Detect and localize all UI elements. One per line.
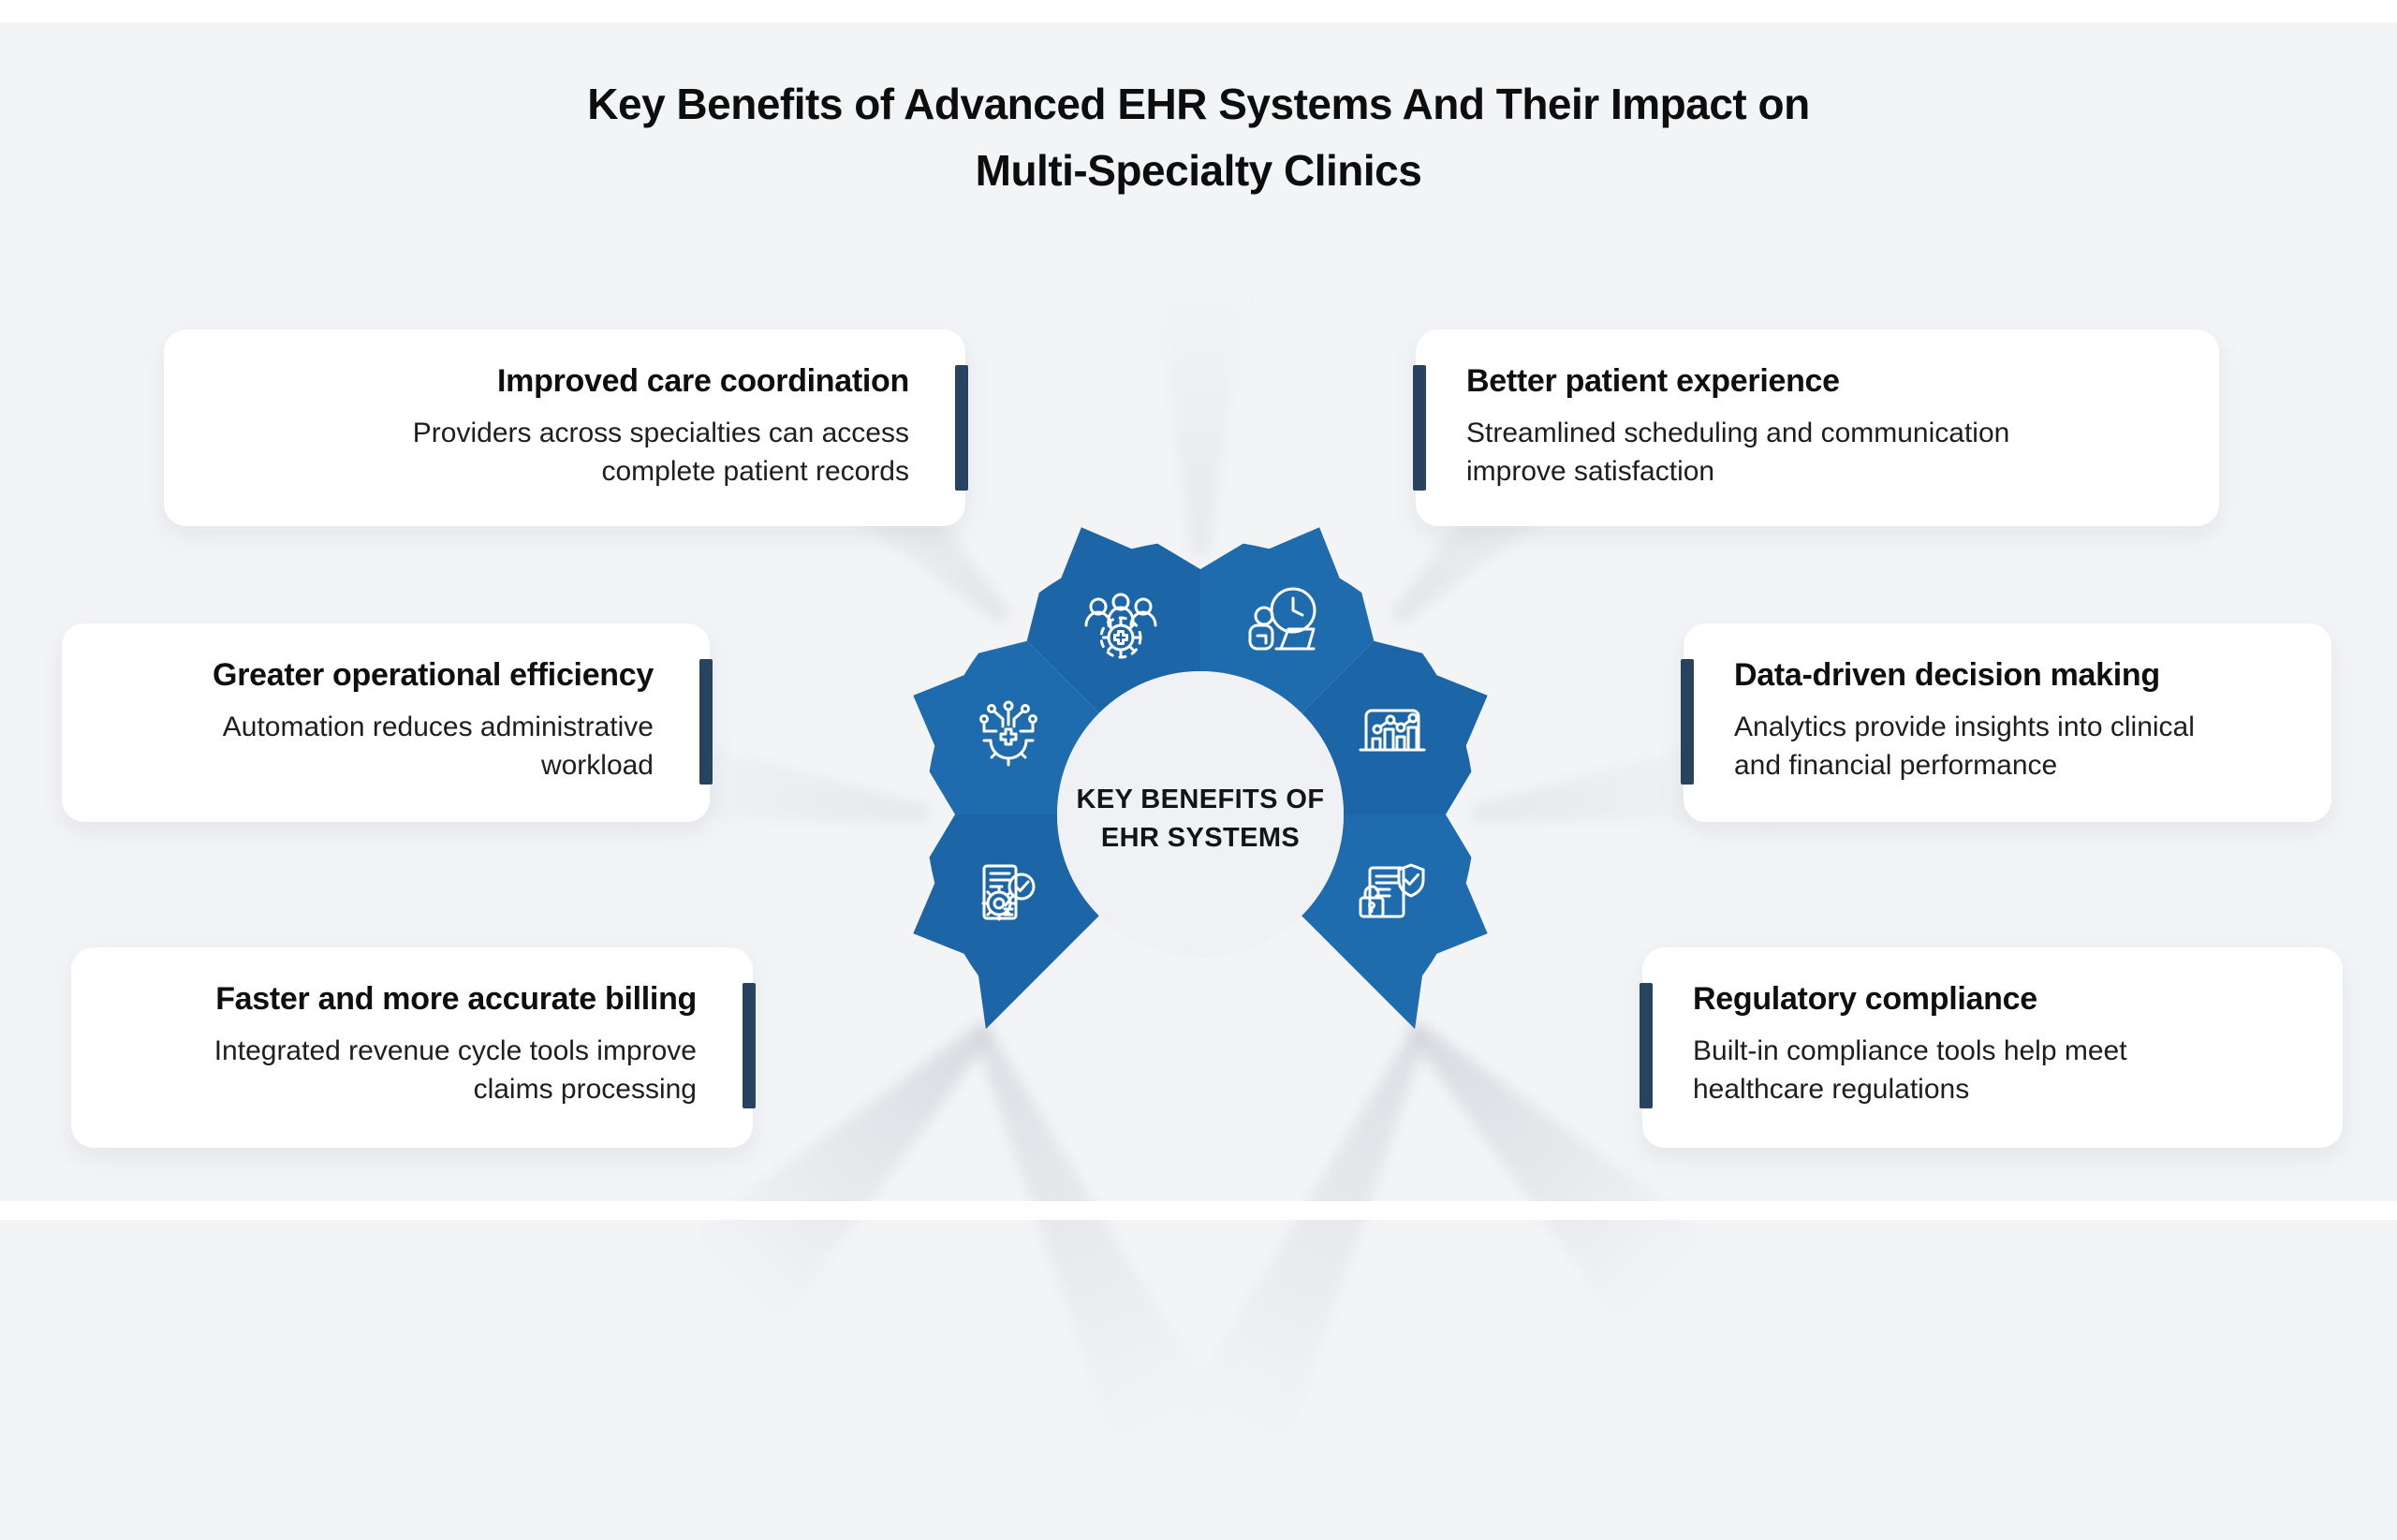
benefit-card-better-patient-experience: Better patient experience Streamlined sc…	[1413, 330, 2219, 526]
automation-circuit-gear-icon	[979, 700, 1037, 767]
benefit-body: Integrated revenue cycle tools improve c…	[213, 1035, 697, 1105]
accent-bar	[1640, 983, 1653, 1108]
arc-segment-greater-operational-efficiency	[913, 640, 1099, 814]
arc-segment-better-patient-experience	[1200, 527, 1375, 713]
benefit-body: Analytics provide insights into clinical…	[1734, 711, 2195, 781]
arc-segment-data-driven-decision-making	[1301, 640, 1488, 814]
benefit-body: Built-in compliance tools help meet heal…	[1693, 1035, 2127, 1105]
benefit-body: Providers across specialties can access …	[412, 418, 909, 487]
center-label-line-2: EHR SYSTEMS	[1100, 822, 1301, 853]
background-ray	[1178, 1029, 1427, 1464]
analytics-chart-icon	[1359, 709, 1426, 752]
title-line-2: Multi-Specialty Clinics	[975, 146, 1422, 196]
accent-bar	[1413, 365, 1426, 491]
accent-bar	[743, 983, 756, 1108]
billing-audit-icon	[981, 864, 1036, 921]
arc-segments	[913, 527, 1488, 1030]
benefit-card-regulatory-compliance: Regulatory compliance Built-in complianc…	[1640, 947, 2343, 1148]
benefit-title: Faster and more accurate billing	[215, 981, 697, 1017]
benefit-card-improved-care-coordination: Improved care coordination Providers acr…	[164, 330, 968, 526]
benefit-title: Greater operational efficiency	[213, 657, 654, 693]
people-gear-icon	[1084, 593, 1157, 659]
background-ray	[1154, 276, 1247, 557]
benefit-title: Better patient experience	[1466, 363, 1840, 399]
accent-bar	[699, 659, 713, 785]
center-label-line-1: KEY BENEFITS OF	[1076, 785, 1325, 814]
arc-segment-faster-accurate-billing	[913, 814, 1099, 1030]
person-clock-laptop-icon	[1248, 587, 1316, 651]
benefit-card-data-driven-decision-making: Data-driven decision making Analytics pr…	[1681, 623, 2331, 822]
infographic-title: Key Benefits of Advanced EHR Systems And…	[0, 71, 2397, 205]
benefit-card-faster-accurate-billing: Faster and more accurate billing Integra…	[71, 947, 756, 1148]
arc-inner-circle	[1057, 671, 1344, 958]
compliance-shield-lock-icon	[1359, 863, 1425, 918]
benefit-body: Automation reduces administrative worklo…	[222, 711, 654, 781]
benefit-title: Data-driven decision making	[1734, 657, 2160, 693]
top-margin-band	[0, 0, 2397, 22]
background-ray	[974, 1029, 1223, 1464]
benefit-card-greater-operational-efficiency: Greater operational efficiency Automatio…	[62, 623, 713, 822]
title-line-1: Key Benefits of Advanced EHR Systems And…	[587, 80, 1810, 128]
accent-bar	[1681, 659, 1694, 785]
arc-segment-regulatory-compliance	[1301, 814, 1488, 1030]
bottom-margin-band	[0, 1201, 2397, 1220]
benefit-body: Streamlined scheduling and communication…	[1466, 418, 2010, 487]
benefit-title: Regulatory compliance	[1693, 981, 2037, 1017]
accent-bar	[955, 365, 968, 491]
arc-center-label: KEY BENEFITS OF EHR SYSTEMS	[1013, 781, 1388, 857]
benefit-title: Improved care coordination	[497, 363, 909, 399]
